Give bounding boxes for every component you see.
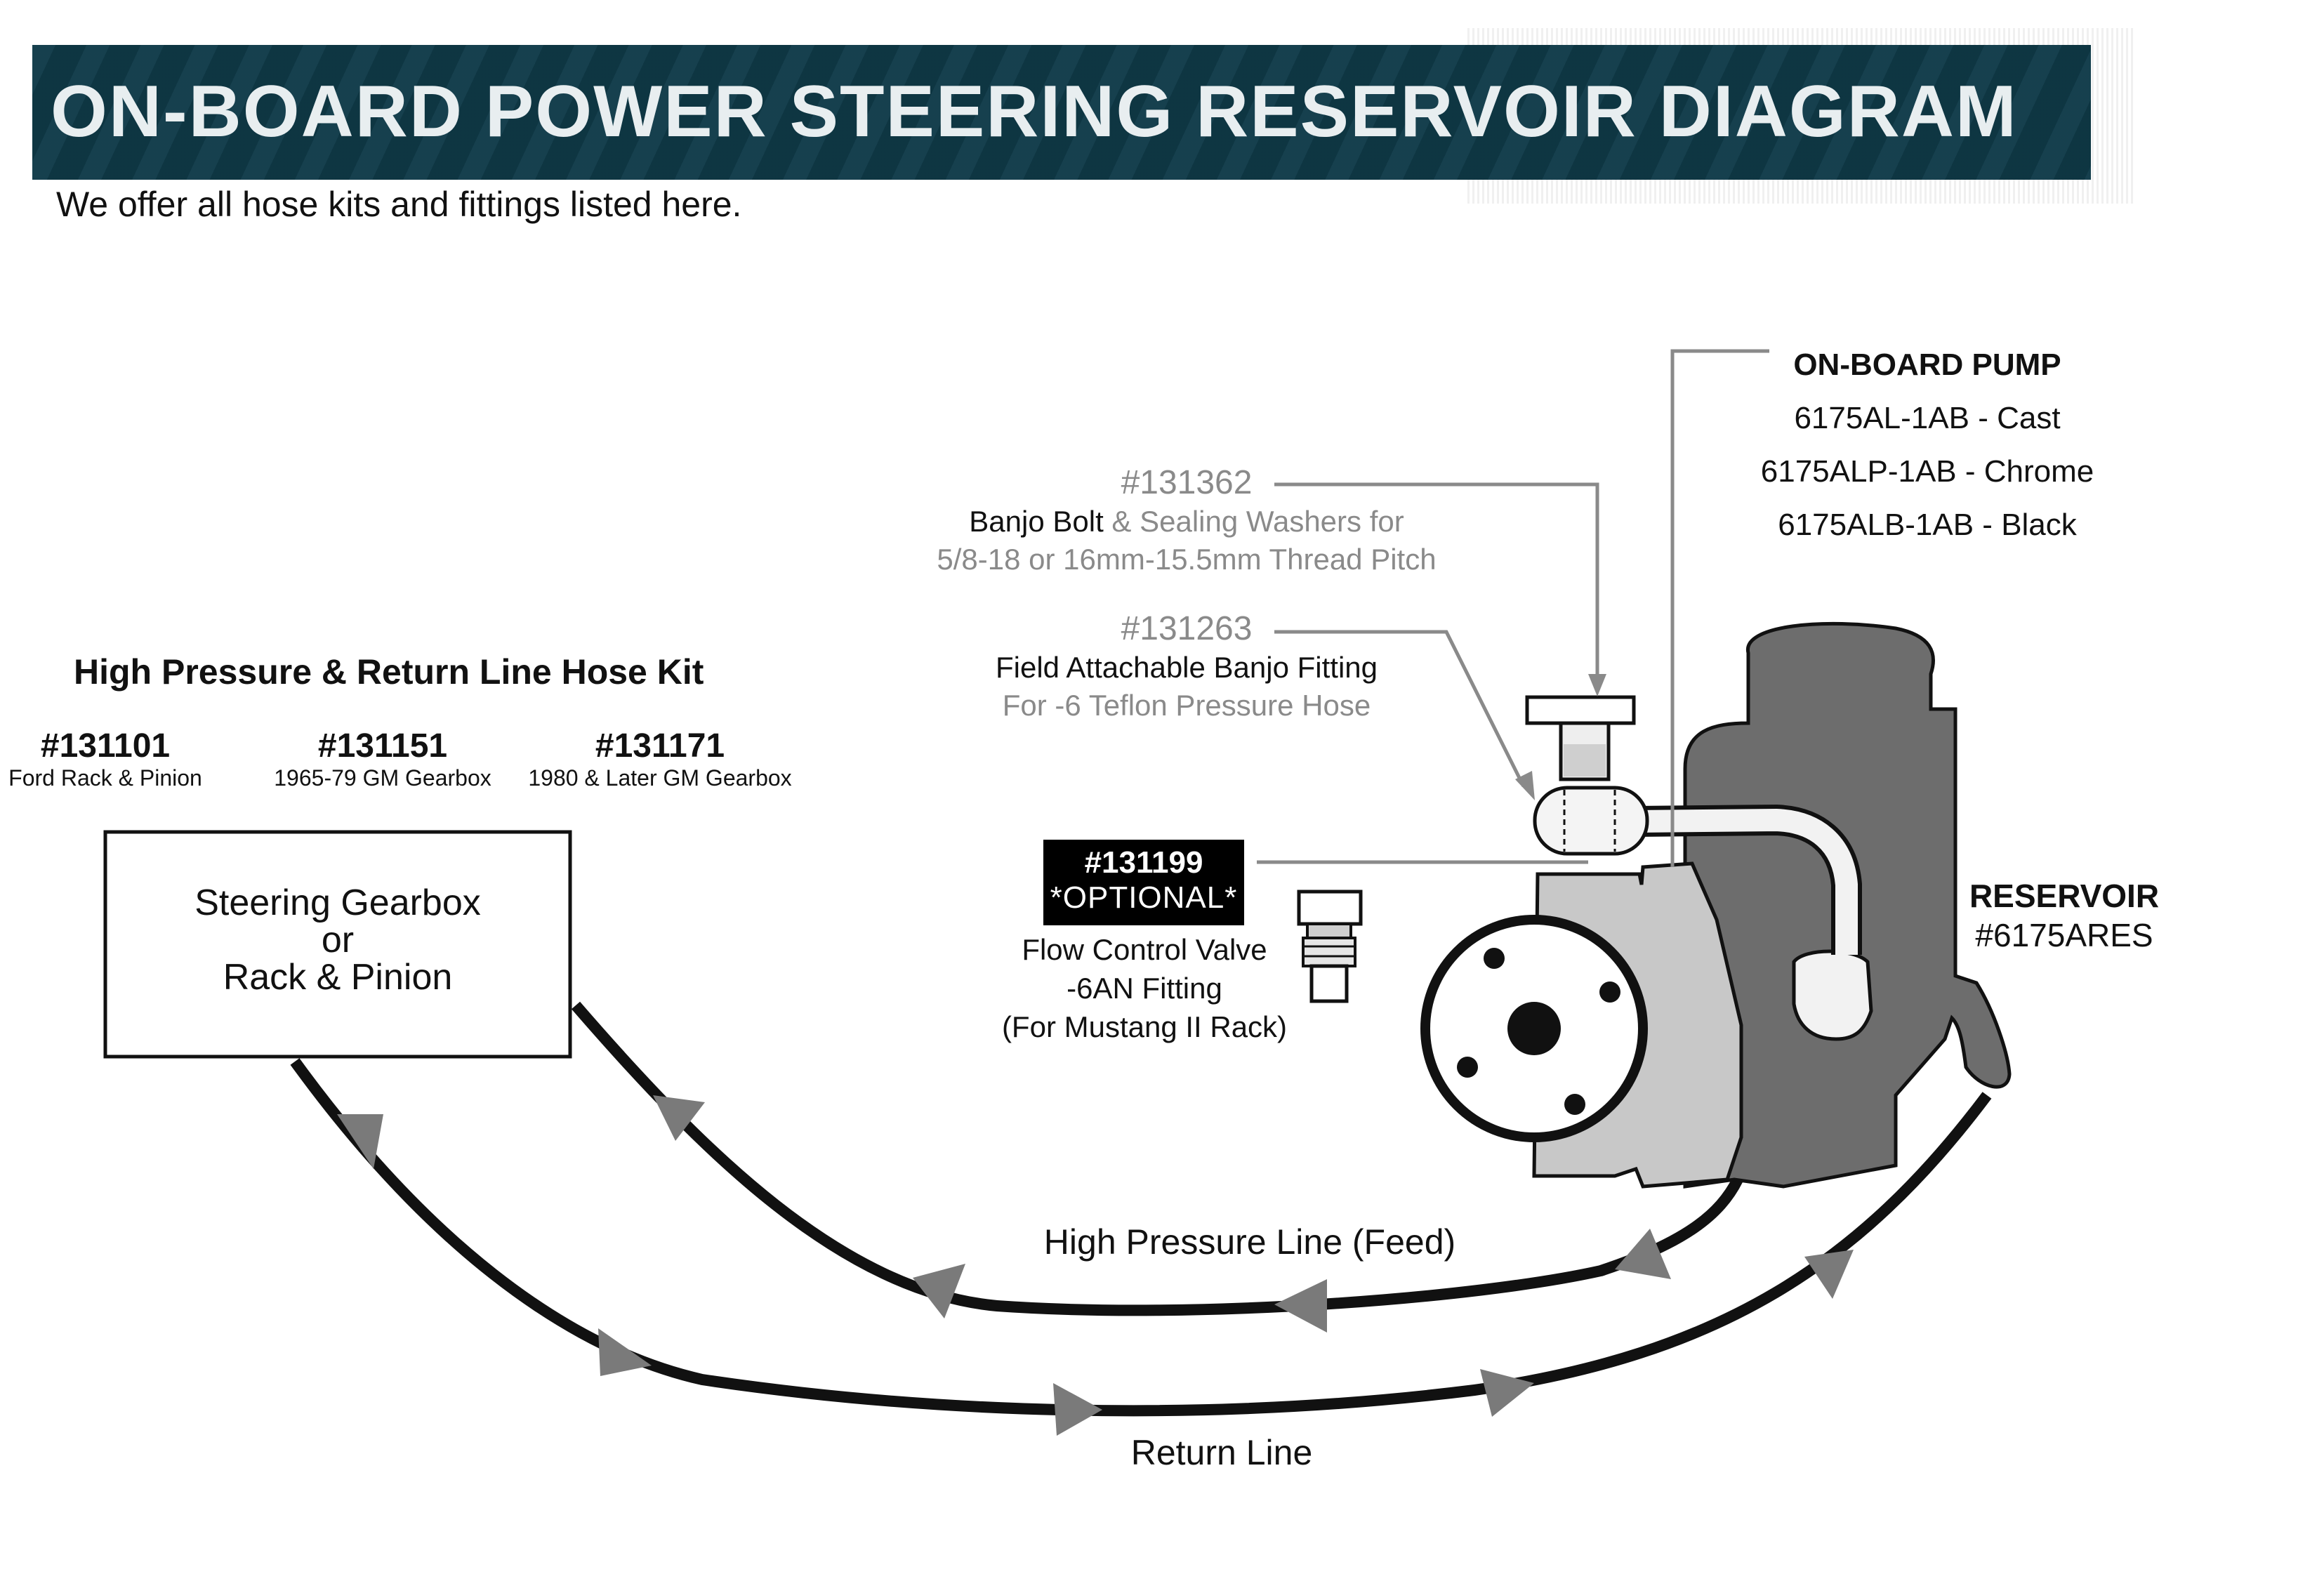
banjo-bolt-desc: & Sealing Washers for <box>1103 505 1404 538</box>
ret-arrow-3 <box>1053 1383 1102 1436</box>
fitting-leader-arrow <box>1515 771 1535 800</box>
high-pressure-line-label: High Pressure Line (Feed) <box>1043 1222 1456 1262</box>
optional-badge: #131199 *OPTIONAL* <box>1043 840 1244 925</box>
pulley-hub <box>1507 1002 1561 1055</box>
banjo-bolt-callout: #131362 Banjo Bolt & Sealing Washers for… <box>878 463 1496 576</box>
kit-gm-80-later: #131171 1980 & Later GM Gearbox <box>516 727 804 791</box>
hose-kit-title: High Pressure & Return Line Hose Kit <box>74 652 704 692</box>
pump-title: ON-BOARD PUMP <box>1793 348 2061 382</box>
ret-arrow-5 <box>1804 1250 1854 1299</box>
flow-valve-callout: Flow Control Valve -6AN Fitting (For Mus… <box>969 930 1320 1046</box>
banjo-fitting-desc: For -6 Teflon Pressure Hose <box>1002 689 1371 722</box>
banjo-fitting-callout: #131263 Field Attachable Banjo Fitting F… <box>906 609 1467 722</box>
banjo-bolt-thread: 5/8-18 or 16mm-15.5mm Thread Pitch <box>937 543 1437 576</box>
kit-gm-65-79: #131151 1965-79 GM Gearbox <box>267 727 499 791</box>
kit-description: Ford Rack & Pinion <box>8 765 202 791</box>
kit-description: 1980 & Later GM Gearbox <box>528 765 792 791</box>
flow-control-valve <box>1297 890 1363 1003</box>
banjo-bolt-name: Banjo Bolt <box>969 505 1104 538</box>
banjo-fitting-name: Field Attachable Banjo Fitting <box>996 651 1378 684</box>
return-line-label: Return Line <box>1130 1433 1313 1472</box>
gearbox-label: Steering Gearbox or Rack & Pinion <box>105 885 570 996</box>
pulley-bolt-2 <box>1599 981 1620 1003</box>
ret-arrow-1 <box>337 1114 383 1169</box>
banjo-fitting <box>1533 786 1649 856</box>
gearbox-line-3: Rack & Pinion <box>223 957 453 998</box>
pump-variant-black: 6175ALB-1AB - Black <box>1778 508 2077 542</box>
pump-callout: ON-BOARD PUMP 6175AL-1AB - Cast 6175ALP-… <box>1727 338 2127 552</box>
kit-ford: #131101 Ford Rack & Pinion <box>0 727 211 791</box>
flow-valve-number: #131199 <box>1084 845 1203 880</box>
hp-arrow-1 <box>653 1095 705 1141</box>
reservoir-title: RESERVOIR <box>1969 878 2160 914</box>
reservoir-outlet <box>1792 949 1873 1041</box>
kit-description: 1965-79 GM Gearbox <box>274 765 491 791</box>
bolt-leader-arrow <box>1588 674 1606 696</box>
gearbox-box <box>103 830 572 1059</box>
hp-arrow-4 <box>1615 1229 1671 1279</box>
flow-valve-line-2: -6AN Fitting <box>1067 972 1222 1005</box>
kit-number: #131171 <box>595 727 725 765</box>
ret-arrow-4 <box>1480 1369 1534 1417</box>
optional-label: *OPTIONAL* <box>1050 880 1238 915</box>
title-banner: ON-BOARD POWER STEERING RESERVOIR DIAGRA… <box>32 45 2091 180</box>
page-title: ON-BOARD POWER STEERING RESERVOIR DIAGRA… <box>51 71 2018 152</box>
gearbox-line-2: or <box>321 920 355 960</box>
ret-arrow-2 <box>598 1328 652 1376</box>
banjo-bolt-number: #131362 <box>1121 464 1253 501</box>
pump-variant-cast: 6175AL-1AB - Cast <box>1794 401 2061 435</box>
kit-number: #131151 <box>317 727 448 765</box>
flow-valve-line-3: (For Mustang II Rack) <box>1001 1010 1288 1043</box>
page-subtitle: We offer all hose kits and fittings list… <box>56 185 742 224</box>
kit-number: #131101 <box>40 727 171 765</box>
hp-arrow-3 <box>1274 1279 1327 1333</box>
gearbox-line-1: Steering Gearbox <box>194 883 481 923</box>
banjo-fitting-number: #131263 <box>1121 610 1253 647</box>
leader-lines <box>1257 349 1769 867</box>
reservoir-number: #6175ARES <box>1975 917 2153 953</box>
pulley-bolt-4 <box>1564 1094 1585 1115</box>
banjo-bolt-head <box>1525 695 1636 725</box>
hp-arrow-2 <box>913 1264 965 1318</box>
flow-valve-line-1: Flow Control Valve <box>1022 933 1267 966</box>
pulley-bolt-1 <box>1484 948 1505 969</box>
reservoir-callout: RESERVOIR #6175ARES <box>1938 876 2191 955</box>
pump-variant-chrome: 6175ALP-1AB - Chrome <box>1760 454 2094 489</box>
pressure-tube <box>1635 808 1858 955</box>
pulley-bolt-3 <box>1457 1057 1478 1078</box>
